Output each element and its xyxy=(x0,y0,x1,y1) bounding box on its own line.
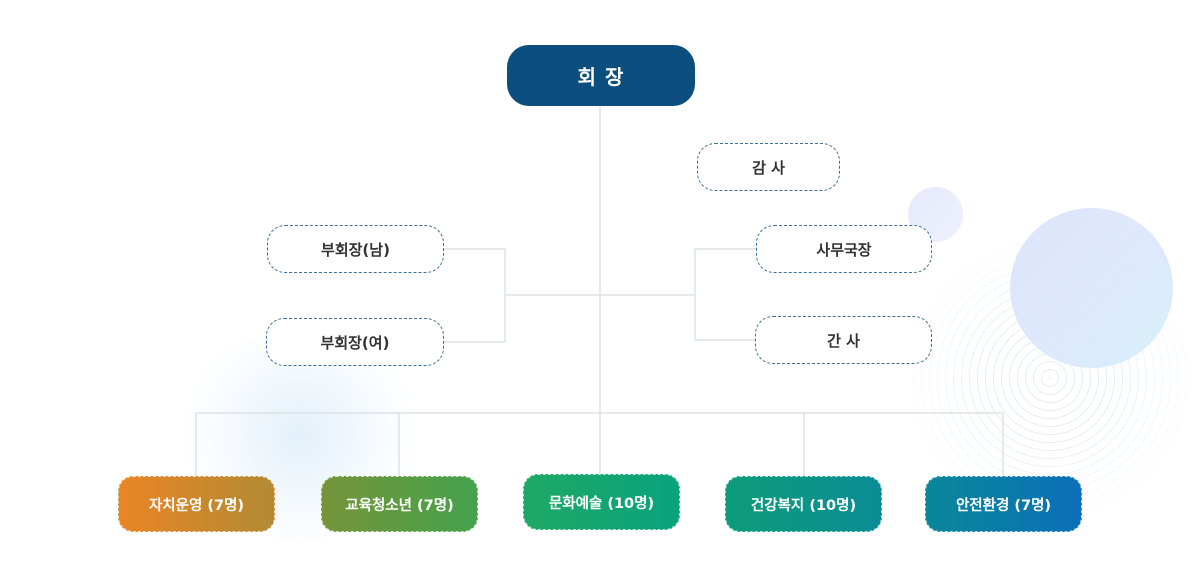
department-label-5: 안전환경 (7명) xyxy=(955,497,1052,514)
secretary-general-box: 사무국장 xyxy=(756,225,932,273)
department-label-3: 문화예술 (10명) xyxy=(548,495,655,512)
department-box-3: 문화예술 (10명) xyxy=(523,474,680,530)
vice-chair-male-box: 부회장(남) xyxy=(267,225,444,273)
auditor-label: 감 사 xyxy=(752,158,785,177)
auditor-box: 감 사 xyxy=(697,143,840,191)
vice-chair-female-label: 부회장(여) xyxy=(320,333,390,352)
department-box-2: 교육청소년 (7명) xyxy=(321,476,478,532)
secretary-general-label: 사무국장 xyxy=(816,240,872,259)
department-label-2: 교육청소년 (7명) xyxy=(345,497,454,514)
department-label-1: 자치운영 (7명) xyxy=(148,497,245,514)
department-box-5: 안전환경 (7명) xyxy=(925,476,1082,532)
secretary-box: 간 사 xyxy=(755,316,932,364)
department-box-1: 자치운영 (7명) xyxy=(118,476,275,532)
department-label-4: 건강복지 (10명) xyxy=(750,497,857,514)
chairman-label: 회 장 xyxy=(577,65,625,89)
vice-chair-male-label: 부회장(남) xyxy=(321,240,390,259)
chairman-box: 회 장 xyxy=(507,45,695,106)
vice-chair-female-box: 부회장(여) xyxy=(266,318,444,366)
department-box-4: 건강복지 (10명) xyxy=(725,476,882,532)
secretary-label: 간 사 xyxy=(827,331,860,350)
